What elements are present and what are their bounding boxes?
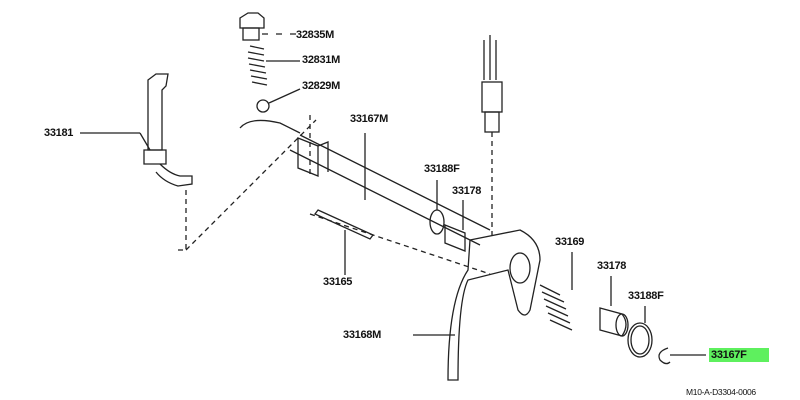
shift-fork-33168M <box>413 229 541 381</box>
ring-33188F-upper <box>429 180 445 235</box>
shaft-33181 <box>80 73 317 251</box>
part-label[interactable]: 33178 <box>597 260 627 272</box>
part-label[interactable]: 32829M <box>302 80 340 92</box>
switch-sensor <box>481 35 503 235</box>
spring-33169 <box>539 252 573 331</box>
part-label-highlighted[interactable]: 33167F <box>709 348 769 362</box>
part-label[interactable]: 32835M <box>296 29 334 41</box>
shift-shaft-33167M <box>239 115 491 246</box>
plug-33178-lower <box>599 276 629 337</box>
bolt-32835M <box>239 12 296 41</box>
plug-33178-upper <box>444 200 466 252</box>
snap-ring-33167F <box>658 347 706 365</box>
part-label[interactable]: 33181 <box>44 127 74 139</box>
drawing-code: M10-A-D3304-0006 <box>686 387 756 397</box>
part-label[interactable]: 33168M <box>343 329 381 341</box>
part-label[interactable]: 33178 <box>452 185 482 197</box>
part-label[interactable]: 33165 <box>323 276 353 288</box>
part-label[interactable]: 33188F <box>424 163 460 175</box>
ball-32829M <box>256 88 301 113</box>
spring-32831M <box>247 45 300 86</box>
pin-33165 <box>309 209 491 275</box>
part-label[interactable]: 33169 <box>555 236 585 248</box>
part-label[interactable]: 32831M <box>302 54 340 66</box>
part-label[interactable]: 33167M <box>350 113 388 125</box>
ring-33188F-lower <box>627 306 653 358</box>
part-label[interactable]: 33188F <box>628 290 664 302</box>
